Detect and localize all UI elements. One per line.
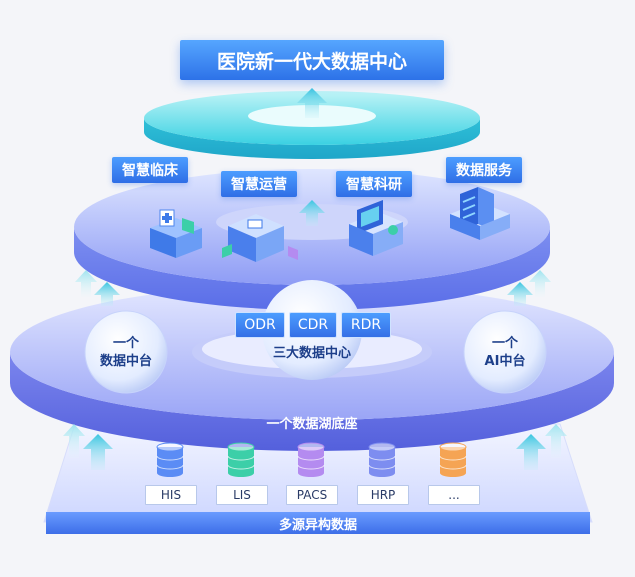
data-server-icon [450, 187, 510, 240]
source-label-more: ... [428, 485, 480, 505]
database-more-icon [439, 442, 467, 477]
hospital-building-icon [150, 209, 202, 258]
app-tag-data-service: 数据服务 [446, 157, 522, 183]
arrow-bottom-right-outer [545, 424, 567, 458]
research-monitor-icon [349, 200, 403, 256]
arrow-left-outer [75, 270, 97, 297]
code-rdr: RDR [341, 312, 391, 338]
arrow-bottom-right-inner [516, 434, 546, 470]
right-bubble-line2: AI中台 [484, 353, 526, 369]
arrow-right-inner [507, 282, 533, 306]
database-pacs-icon [297, 442, 325, 477]
source-label-pacs: PACS [286, 485, 338, 505]
operations-cube-icon [222, 214, 298, 262]
arrow-bottom-left-outer [63, 424, 85, 458]
source-label-lis: LIS [216, 485, 268, 505]
left-bubble [84, 310, 168, 394]
database-lis-icon [227, 442, 255, 477]
right-bubble-line1: 一个 [491, 335, 518, 351]
arrow-bottom-left-inner [83, 434, 113, 470]
right-bubble [463, 310, 547, 394]
source-base-label: 多源异构数据 [278, 517, 357, 533]
arrow-left-inner [94, 282, 120, 306]
app-tag-research: 智慧科研 [336, 171, 412, 197]
center-label: 三大数据中心 [272, 345, 351, 361]
left-bubble-line1: 一个 [112, 335, 139, 351]
source-label-hrp: HRP [357, 485, 409, 505]
arrow-right-outer [529, 270, 551, 297]
database-his-icon [156, 442, 184, 477]
app-tag-operations: 智慧运营 [221, 171, 297, 197]
page-title: 医院新一代大数据中心 [180, 40, 444, 80]
code-odr: ODR [235, 312, 285, 338]
left-bubble-line2: 数据中台 [99, 353, 152, 369]
app-tag-clinical: 智慧临床 [112, 157, 188, 183]
middle-center-arrow [299, 200, 325, 226]
data-lake-label: 一个数据湖底座 [266, 416, 358, 432]
database-hrp-icon [368, 442, 396, 477]
code-cdr: CDR [289, 312, 337, 338]
source-database-icons [156, 442, 467, 477]
source-label-his: HIS [145, 485, 197, 505]
top-center-arrow [297, 88, 327, 118]
